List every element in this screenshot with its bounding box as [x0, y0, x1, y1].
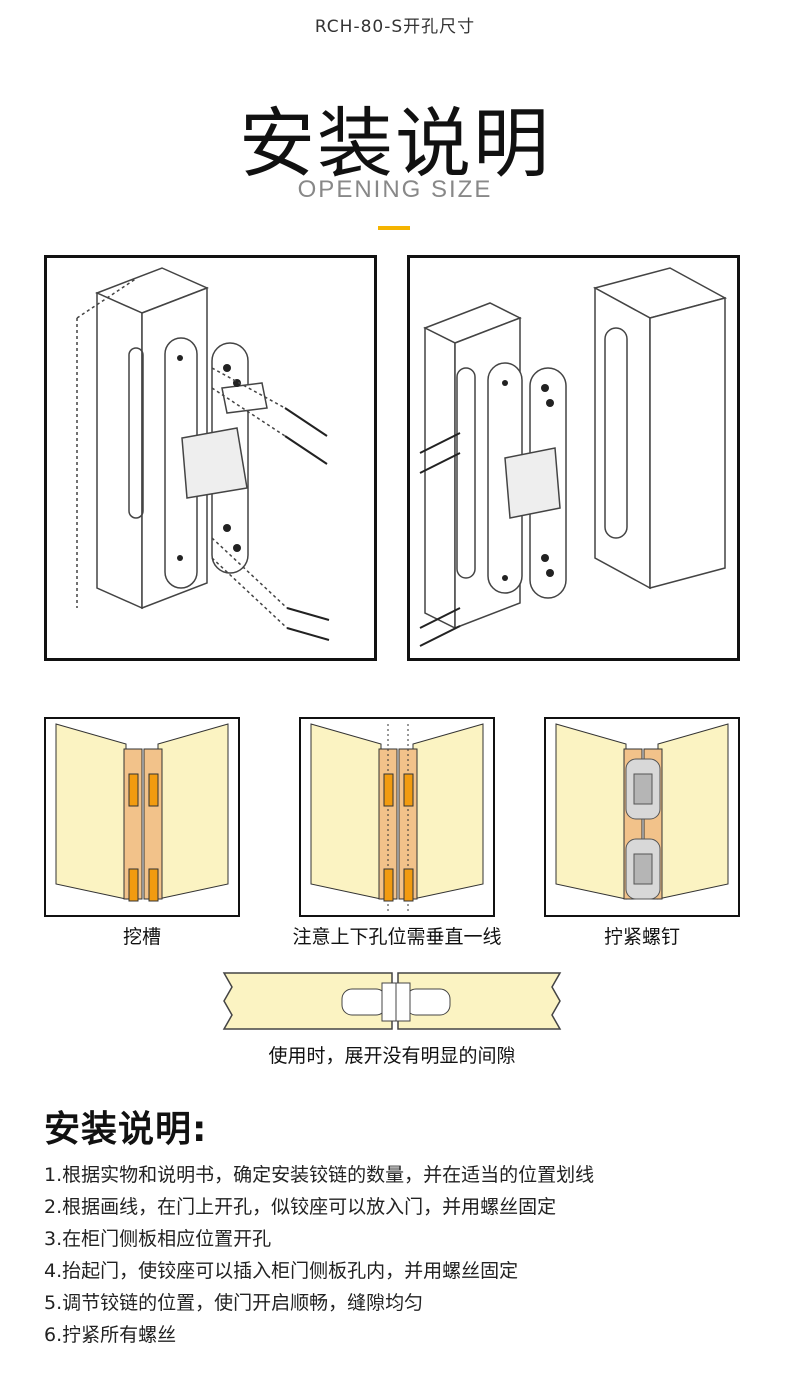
hinge-cabinet-diagram — [407, 255, 740, 661]
step-panel-slotting — [44, 717, 240, 917]
hinge-door-diagram — [44, 255, 377, 661]
instruction-step: 4.抬起门，使铰座可以插入柜门侧板孔内，并用螺丝固定 — [44, 1260, 519, 1282]
gap-caption: 使用时，展开没有明显的间隙 — [268, 1045, 516, 1067]
instruction-step: 1.根据实物和说明书，确定安装铰链的数量，并在适当的位置划线 — [44, 1164, 595, 1186]
instruction-step: 3.在柜门侧板相应位置开孔 — [44, 1228, 272, 1250]
instructions-heading: 安装说明: — [44, 1109, 208, 1150]
step-caption-3: 拧紧螺钉 — [603, 926, 680, 948]
page-subtitle: OPENING SIZE — [297, 176, 493, 203]
page-title: 安装说明 — [239, 99, 551, 188]
instruction-step: 2.根据画线，在门上开孔，似铰座可以放入门，并用螺丝固定 — [44, 1196, 557, 1218]
accent-bar — [378, 226, 410, 230]
product-caption: RCH-80-S开孔尺寸 — [314, 17, 476, 37]
instruction-step: 6.拧紧所有螺丝 — [44, 1324, 177, 1346]
step-panel-alignment — [299, 717, 495, 917]
step-caption-1: 挖槽 — [122, 926, 161, 948]
gap-diagram — [222, 967, 562, 1035]
step-caption-2: 注意上下孔位需垂直一线 — [292, 926, 502, 948]
instruction-step: 5.调节铰链的位置，使门开启顺畅，缝隙均匀 — [44, 1292, 424, 1314]
step-panel-tightening — [544, 717, 740, 917]
